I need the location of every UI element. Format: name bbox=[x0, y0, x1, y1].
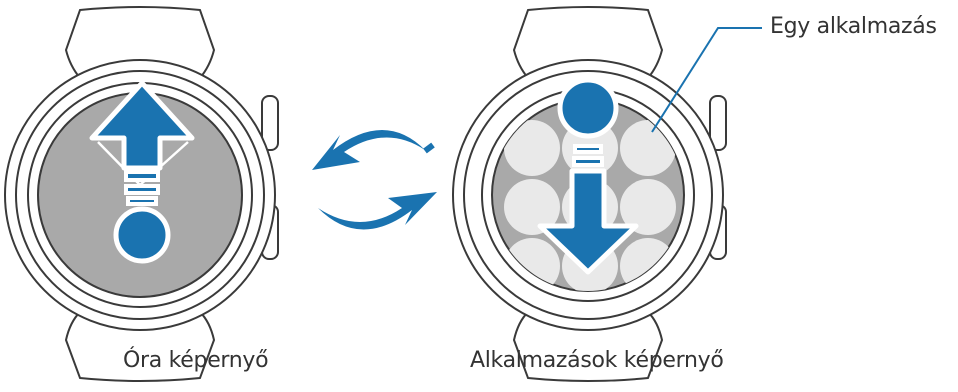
app-circle bbox=[504, 120, 560, 176]
cycle-arrows-icon bbox=[312, 130, 437, 230]
side-button-top-right bbox=[709, 95, 727, 151]
app-circle bbox=[504, 179, 560, 235]
arrow-up-icon bbox=[89, 80, 195, 264]
side-button-top-left bbox=[261, 95, 279, 151]
watch-screen-caption: Óra képernyő bbox=[123, 348, 269, 373]
arrow-down-icon bbox=[537, 77, 639, 275]
callout-leader bbox=[651, 27, 762, 133]
apps-screen-caption: Alkalmazások képernyő bbox=[470, 348, 724, 373]
touch-point-right bbox=[557, 77, 619, 139]
single-app-label: Egy alkalmazás bbox=[770, 14, 937, 39]
app-circle bbox=[620, 179, 676, 235]
touch-point-left bbox=[113, 206, 171, 264]
app-circle bbox=[620, 120, 676, 176]
